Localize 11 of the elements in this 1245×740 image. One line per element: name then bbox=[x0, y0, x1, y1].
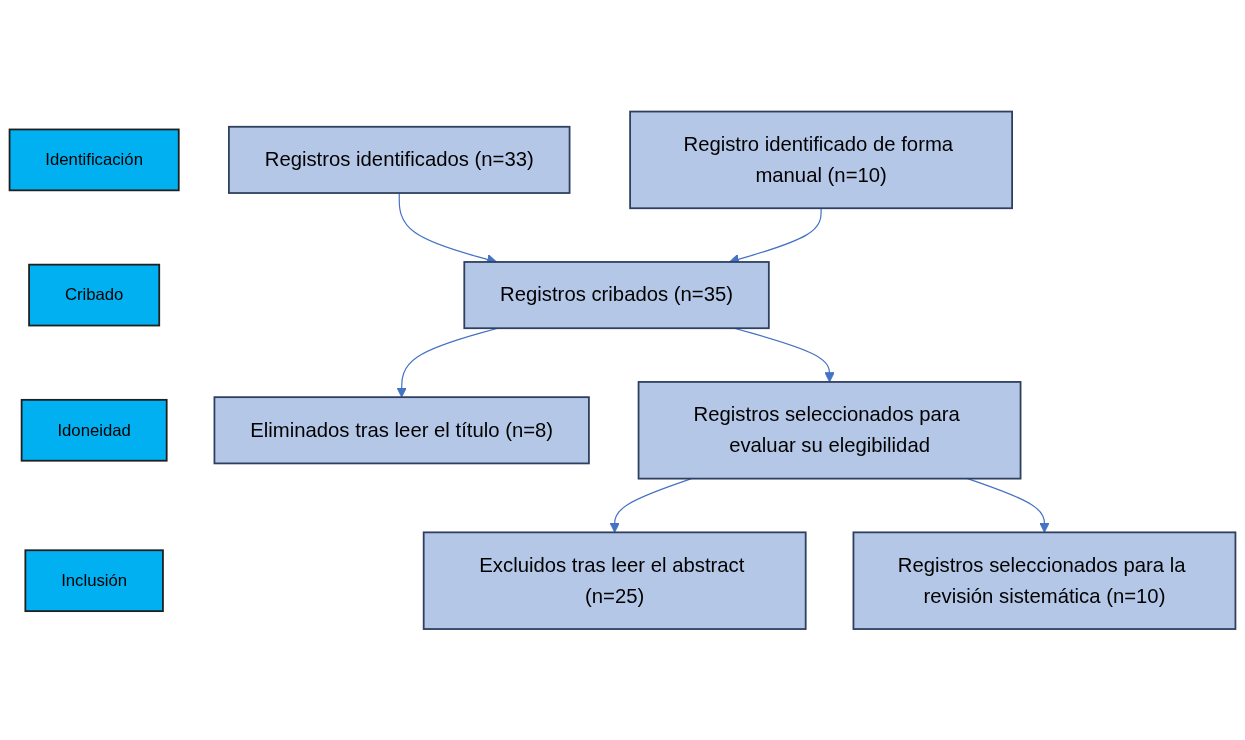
node-box: Cribado bbox=[28, 263, 161, 327]
node-box: Identificación bbox=[8, 128, 180, 191]
node-box: Eliminados tras leer el título (n=8) bbox=[213, 395, 590, 464]
node-box: Idoneidad bbox=[20, 398, 168, 462]
node-box: Excluidos tras leer el abstract (n=25) bbox=[422, 531, 807, 630]
node-box: Inclusión bbox=[24, 549, 164, 612]
node-box: Registros seleccionados para la revisión sistemática (n=10) bbox=[852, 531, 1237, 630]
node-box: Registros identificados (n=33) bbox=[228, 125, 571, 194]
node-box: Registros seleccionados para evaluar su elegibilidad bbox=[637, 380, 1022, 480]
node-box: Registros cribados (n=35) bbox=[463, 260, 770, 329]
node-box: Registro identificado de forma manual (n=10) bbox=[629, 110, 1013, 209]
